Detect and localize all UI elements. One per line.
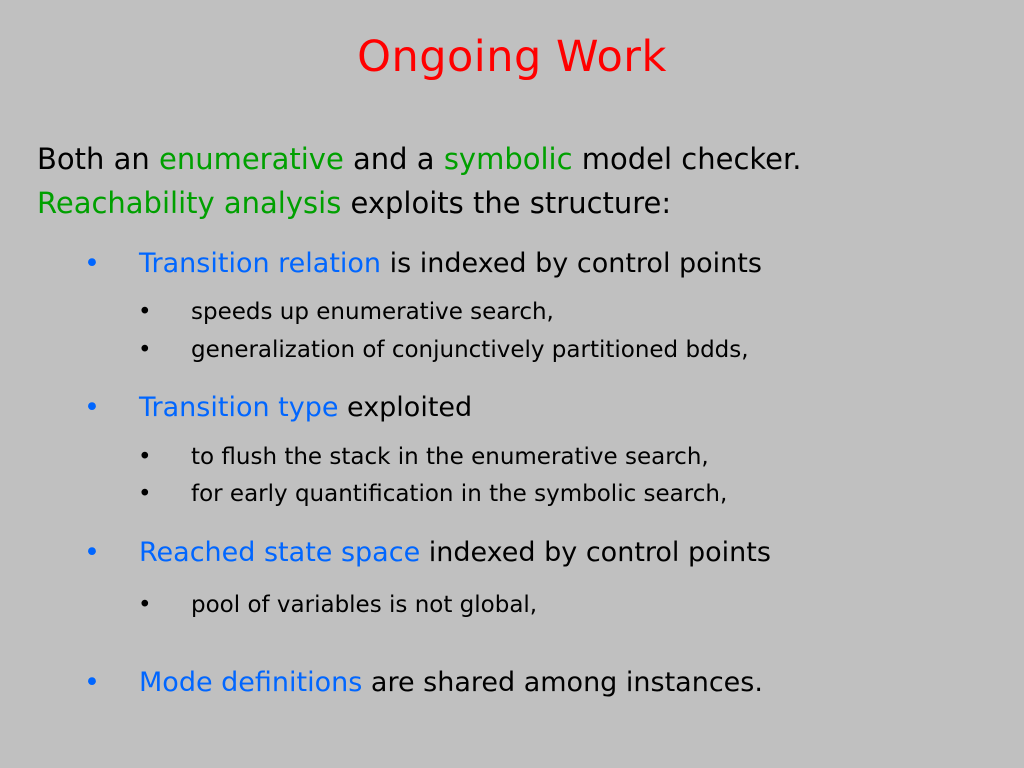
bullet-highlight: Transition relation (139, 248, 382, 279)
bullet-text: Transition type exploited (139, 392, 472, 423)
sub-bullet-dot-icon: • (138, 592, 152, 618)
intro-text-segment: exploits the structure: (341, 186, 672, 220)
bullet-dot-icon: • (84, 537, 100, 568)
bullet-rest: indexed by control points (420, 537, 771, 568)
sub-bullet-text: pool of variables is not global, (191, 592, 538, 618)
bullet-rest: is indexed by control points (381, 248, 762, 279)
bullet-rest: exploited (338, 392, 473, 423)
sub-bullet-text: to flush the stack in the enumerative se… (191, 444, 709, 470)
intro-text-segment: and a (343, 142, 444, 176)
intro-text: Both an enumerative and a symbolic model… (37, 137, 801, 225)
highlight-symbolic: symbolic (443, 142, 573, 176)
bullet-dot-icon: • (84, 248, 100, 279)
bullet-text: Transition relation is indexed by contro… (139, 248, 762, 279)
sub-bullet-text: for early quantification in the symbolic… (191, 481, 728, 507)
sub-bullet-text: speeds up enumerative search, (191, 299, 554, 325)
bullet-rest: are shared among instances. (362, 667, 763, 698)
intro-line-2: Reachability analysis exploits the struc… (37, 181, 801, 225)
intro-text-segment: Both an (37, 142, 159, 176)
sub-bullet-dot-icon: • (138, 299, 152, 325)
bullet-highlight: Reached state space (139, 537, 421, 568)
bullet-highlight: Transition type (139, 392, 339, 423)
bullet-dot-icon: • (84, 667, 100, 698)
bullet-highlight: Mode definitions (139, 667, 363, 698)
bullet-text: Reached state space indexed by control p… (139, 537, 771, 568)
bullet-text: Mode definitions are shared among instan… (139, 667, 763, 698)
sub-bullet-text: generalization of conjunctively partitio… (191, 337, 749, 363)
bullet-dot-icon: • (84, 392, 100, 423)
highlight-reachability-analysis: Reachability analysis (37, 186, 342, 220)
sub-bullet-dot-icon: • (138, 337, 152, 363)
highlight-enumerative: enumerative (158, 142, 344, 176)
sub-bullet-dot-icon: • (138, 444, 152, 470)
intro-line-1: Both an enumerative and a symbolic model… (37, 137, 801, 181)
sub-bullet-dot-icon: • (138, 481, 152, 507)
intro-text-segment: model checker. (572, 142, 802, 176)
slide-title: Ongoing Work (357, 32, 667, 82)
